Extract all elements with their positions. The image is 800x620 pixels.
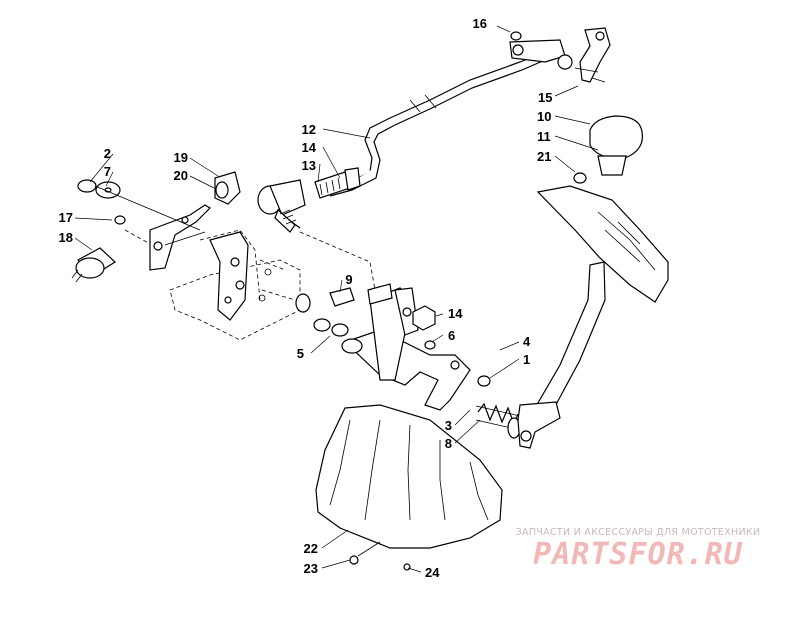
pedal-arm-3	[341, 283, 471, 411]
callout-2: 2	[104, 146, 111, 161]
bushings-5	[295, 287, 355, 337]
watermark-tagline: ЗАПЧАСТИ И АКСЕССУАРЫ ДЛЯ МОТОТЕХНИКИ	[515, 527, 761, 538]
callout-16: 16	[473, 16, 487, 31]
nut-14-6	[412, 305, 491, 387]
callout-10: 10	[537, 109, 551, 124]
screws-23-24	[349, 541, 411, 571]
callout-14-lower: 14	[448, 306, 463, 321]
control-rod-12	[329, 51, 546, 197]
switch-18	[71, 215, 126, 283]
callout-7: 7	[104, 164, 111, 179]
assembly-line	[299, 231, 376, 291]
callout-5: 5	[297, 346, 304, 361]
callout-23: 23	[304, 561, 318, 576]
callout-15: 15	[538, 90, 552, 105]
callout-3: 3	[445, 418, 452, 433]
upper-lever-bracket	[509, 27, 611, 83]
callout-1: 1	[523, 352, 530, 367]
callout-11: 11	[537, 129, 551, 144]
washer-16	[510, 31, 522, 41]
bracket-19-20	[149, 171, 241, 271]
callout-14-upper: 14	[302, 140, 317, 155]
pedal-lever-4	[517, 261, 606, 449]
watermark-logo: PARTSFOR.RU	[533, 537, 743, 572]
watermark: ЗАПЧАСТИ И АКСЕССУАРЫ ДЛЯ МОТОТЕХНИКИ PA…	[488, 527, 788, 572]
callout-18: 18	[59, 230, 73, 245]
callout-20: 20	[174, 168, 188, 183]
callout-22: 22	[304, 541, 318, 556]
callout-19: 19	[174, 150, 188, 165]
callout-4: 4	[523, 334, 531, 349]
callout-13: 13	[302, 158, 316, 173]
leader-lines	[74, 25, 599, 573]
callout-17: 17	[59, 210, 73, 225]
callout-6: 6	[448, 328, 455, 343]
callout-8: 8	[445, 436, 452, 451]
adjuster-14	[314, 167, 361, 199]
washer-2-7	[77, 179, 201, 231]
callout-24: 24	[425, 565, 440, 580]
callout-21: 21	[537, 149, 551, 164]
pedal-cover-22	[315, 404, 503, 549]
callout-9: 9	[345, 272, 352, 287]
callout-12: 12	[302, 122, 316, 137]
rod-end-13	[257, 179, 306, 233]
frame-section	[169, 229, 301, 341]
foot-pad-10	[536, 115, 669, 303]
spring-8	[475, 402, 521, 439]
